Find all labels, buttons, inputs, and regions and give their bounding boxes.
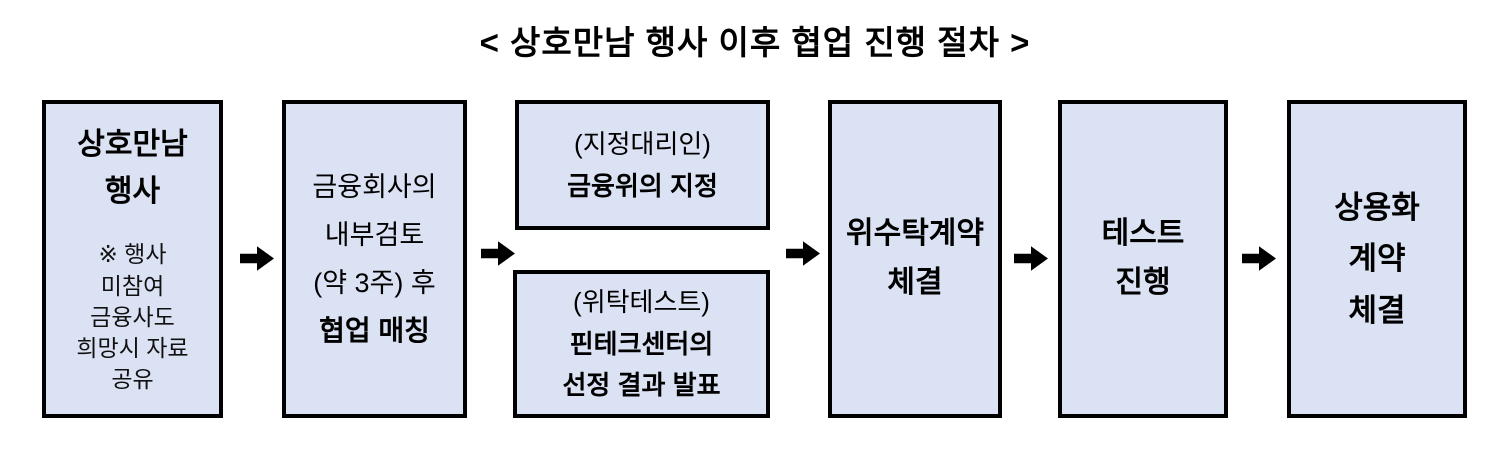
step-box-commercialization-contract: 상용화 계약 체결 <box>1287 100 1467 418</box>
diagram-title: < 상호만남 행사 이후 협업 진행 절차 > <box>479 24 1031 61</box>
step2-body: 금융회사의 내부검토 (약 3주) 후 <box>312 171 437 298</box>
step-box-designated-agent: (지정대리인) 금융위의 지정 <box>515 100 770 230</box>
step3b-emphasis: 핀테크센터의 선정 결과 발표 <box>562 328 721 401</box>
flow-arrow-icon <box>1014 246 1048 271</box>
step3a-label: (지정대리인) <box>574 128 711 159</box>
flow-arrow-icon <box>481 241 515 266</box>
step4-emphasis: 위수탁계약 체결 <box>846 217 984 299</box>
step5-emphasis: 테스트 진행 <box>1101 217 1185 299</box>
step-box-mutual-meeting-event: 상호만남 행사 ※ 행사 미참여 금융사도 희망시 자료 공유 <box>42 100 223 418</box>
step6-emphasis: 상용화 계약 체결 <box>1334 190 1420 328</box>
step1-title: 상호만남 행사 <box>77 128 188 208</box>
flow-arrow-icon <box>786 241 820 266</box>
step1-note: ※ 행사 미참여 금융사도 희망시 자료 공유 <box>76 241 189 393</box>
step3b-label: (위탁테스트) <box>573 286 710 317</box>
step3a-emphasis: 금융위의 지정 <box>567 170 718 201</box>
step-box-internal-review-matching: 금융회사의 내부검토 (약 3주) 후 협업 매칭 <box>282 100 467 418</box>
step-box-consignment-test: (위탁테스트) 핀테크센터의 선정 결과 발표 <box>513 270 770 418</box>
flow-arrow-icon <box>240 246 274 271</box>
flow-arrow-icon <box>1242 246 1276 271</box>
step-box-consignment-contract: 위수탁계약 체결 <box>828 100 1002 418</box>
step-box-test-progress: 테스트 진행 <box>1058 100 1228 418</box>
step2-emphasis: 협업 매칭 <box>319 314 430 346</box>
